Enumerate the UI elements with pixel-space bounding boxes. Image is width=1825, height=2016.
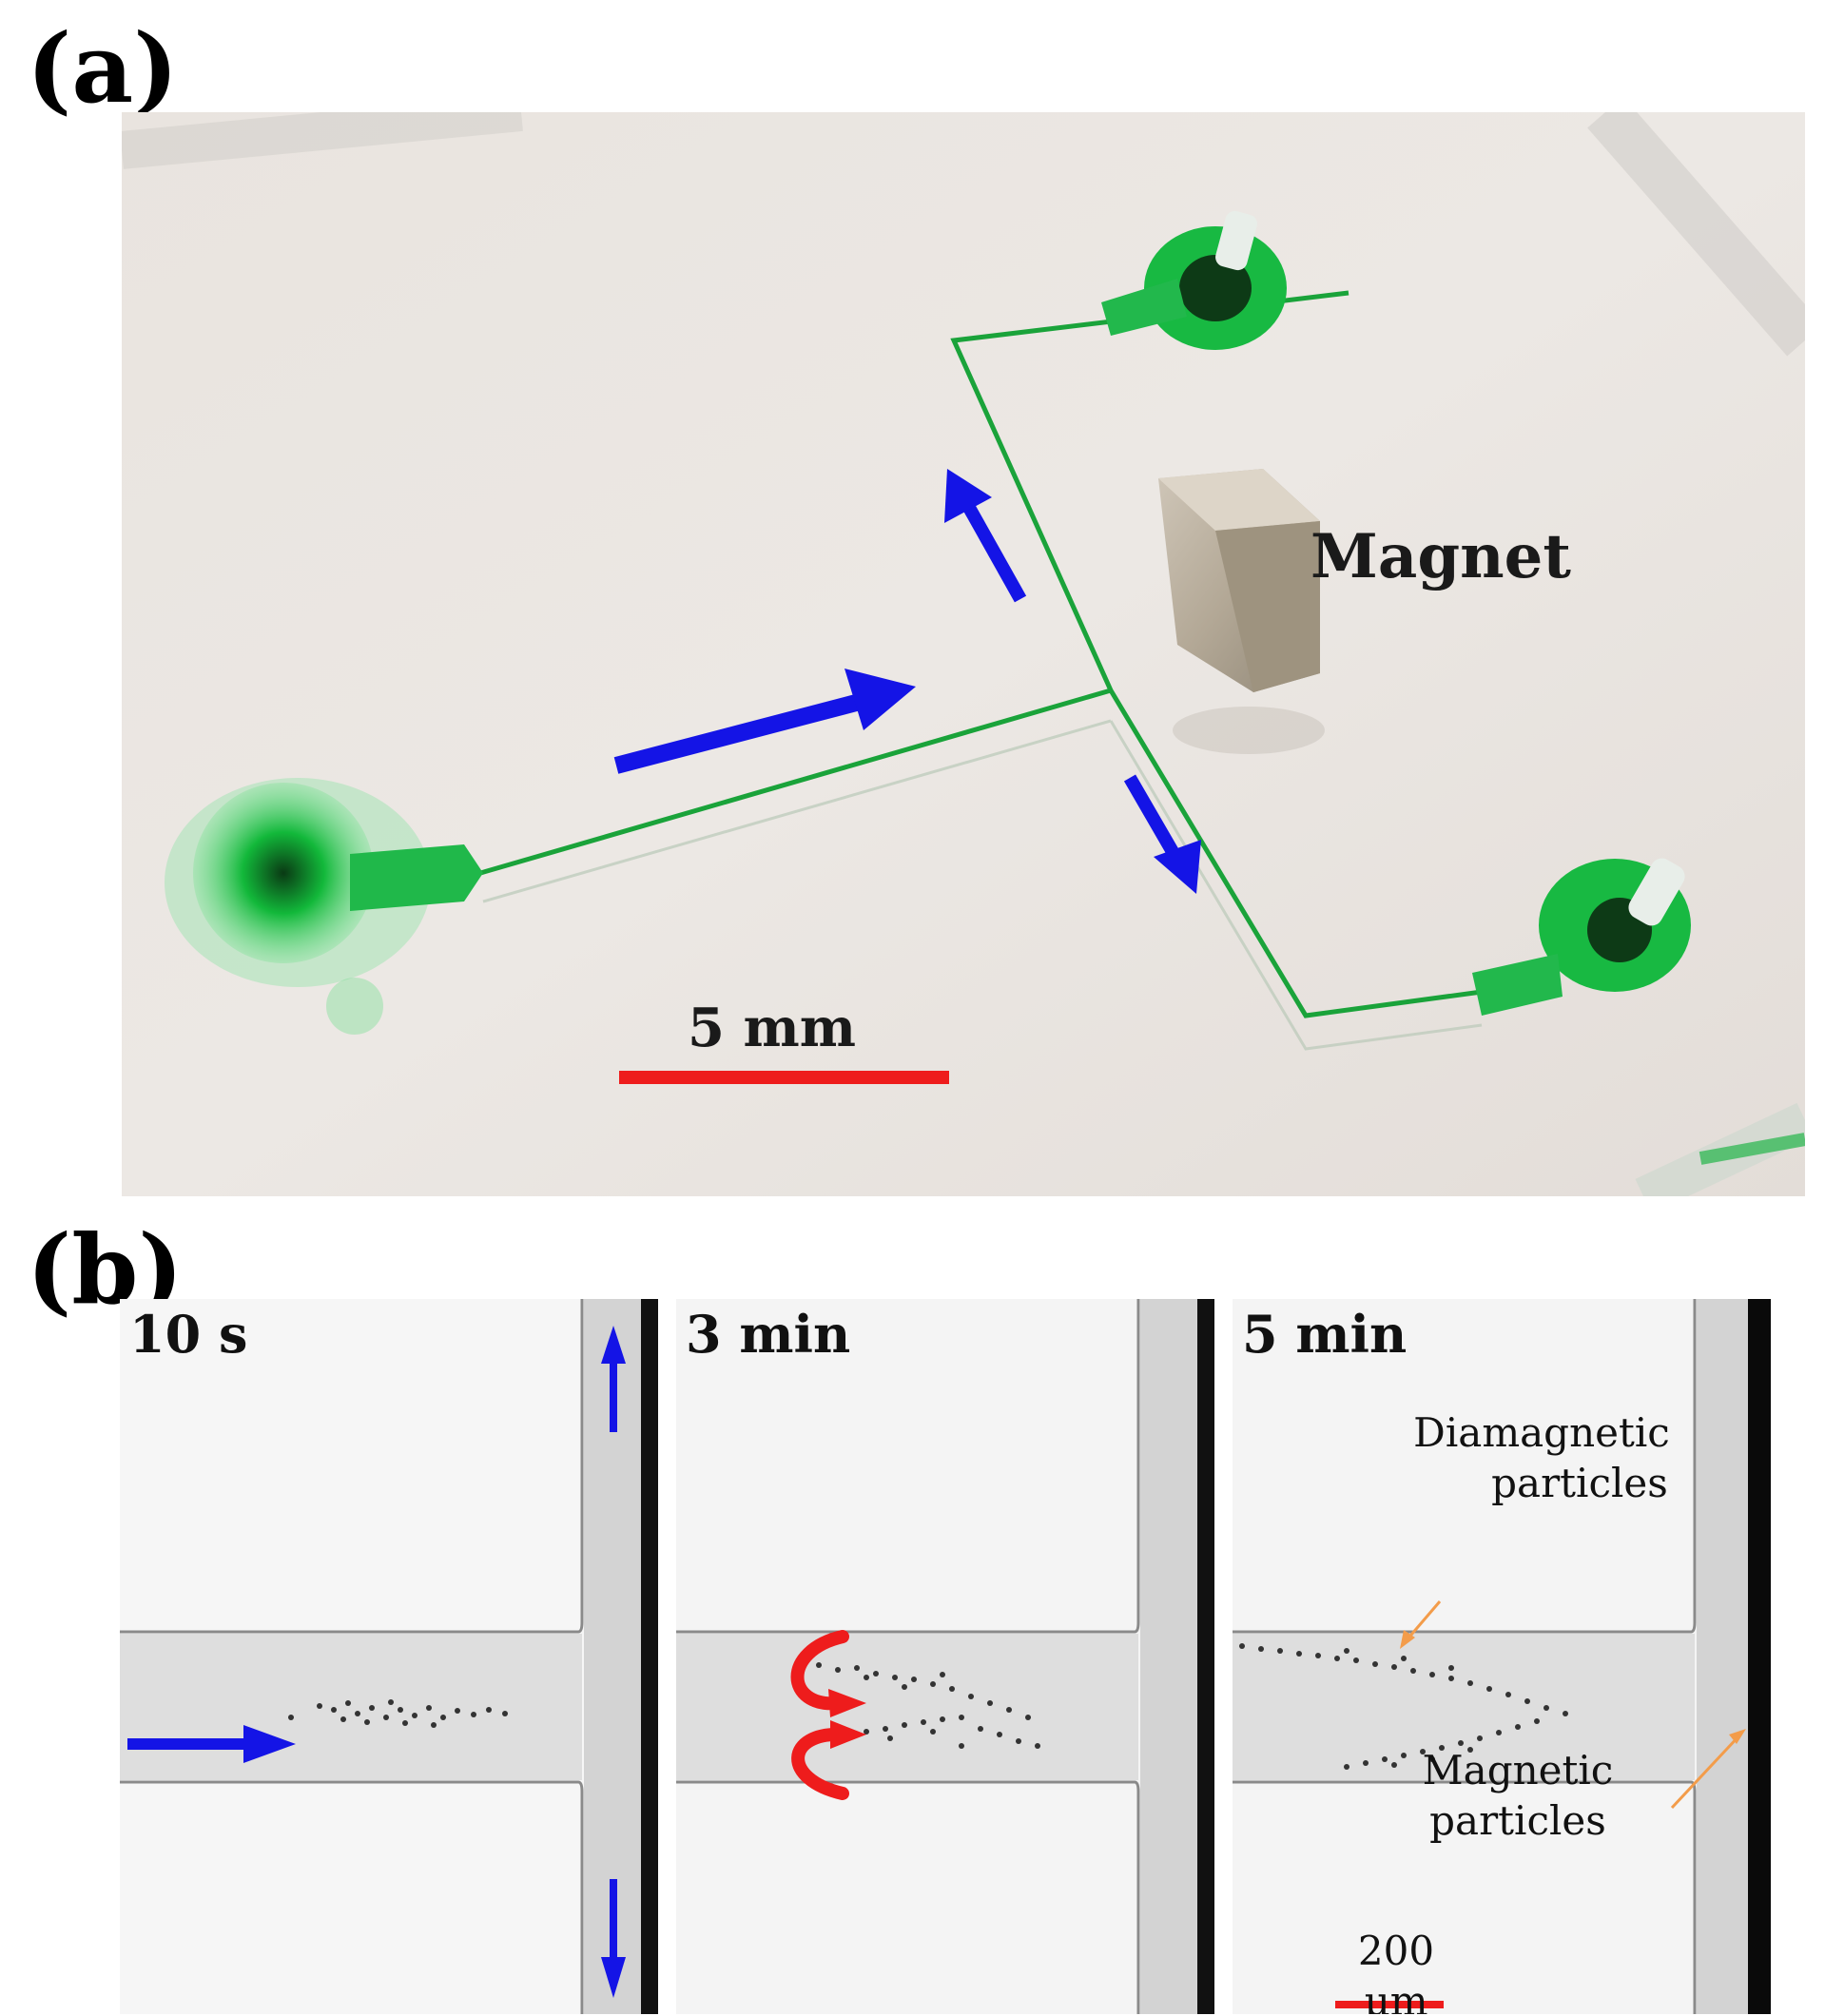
chip-photo-drawing	[120, 93, 1823, 1214]
microchannel	[463, 290, 1483, 1018]
outlet-port-top	[1101, 210, 1287, 350]
scale-bar-label-5mm: 5 mm	[688, 997, 856, 1059]
chip-photo: Magnet 5 mm	[120, 93, 1823, 1214]
diamagnetic-label-line2: particles	[1491, 1459, 1668, 1506]
rotation-arrows-3min	[790, 1630, 849, 1800]
photo-background	[122, 112, 1805, 1196]
flow-arrows-panel-a	[613, 469, 1201, 894]
panel-a-label: (a)	[27, 12, 179, 125]
magnetic-particles-label: Magnetic particles	[1404, 1746, 1632, 1846]
scale-bar-label-200um: 200 μm	[1357, 1928, 1435, 2014]
micrograph-3min: 3 min	[676, 1299, 1214, 2014]
micrograph-10s-drawing	[120, 1299, 658, 2014]
flow-arrows-10s	[127, 1326, 626, 1998]
inlet-port	[165, 778, 483, 1035]
frame-time-10s: 10 s	[129, 1304, 248, 1365]
magnet-label: Magnet	[1311, 521, 1571, 592]
micrograph-5min-drawing	[1233, 1299, 1771, 2014]
frame-time-5min: 5 min	[1242, 1304, 1408, 1365]
diamagnetic-label-line1: Diamagnetic	[1413, 1409, 1670, 1456]
magnetic-label-line1: Magnetic	[1422, 1747, 1614, 1793]
diamagnetic-particles-label: Diamagnetic particles	[1385, 1408, 1699, 1508]
magnetic-label-line2: particles	[1429, 1796, 1606, 1844]
frame-time-3min: 3 min	[686, 1304, 851, 1365]
pointer-arrows-5min	[1400, 1600, 1746, 1810]
micrograph-3min-drawing	[676, 1299, 1214, 2014]
magnet	[1158, 469, 1325, 754]
outlet-port-bottom	[1472, 858, 1691, 1016]
micrograph-5min: 5 min Diamagnetic particles Magnetic par…	[1233, 1299, 1771, 2014]
micrograph-10s: 10 s	[120, 1299, 658, 2014]
